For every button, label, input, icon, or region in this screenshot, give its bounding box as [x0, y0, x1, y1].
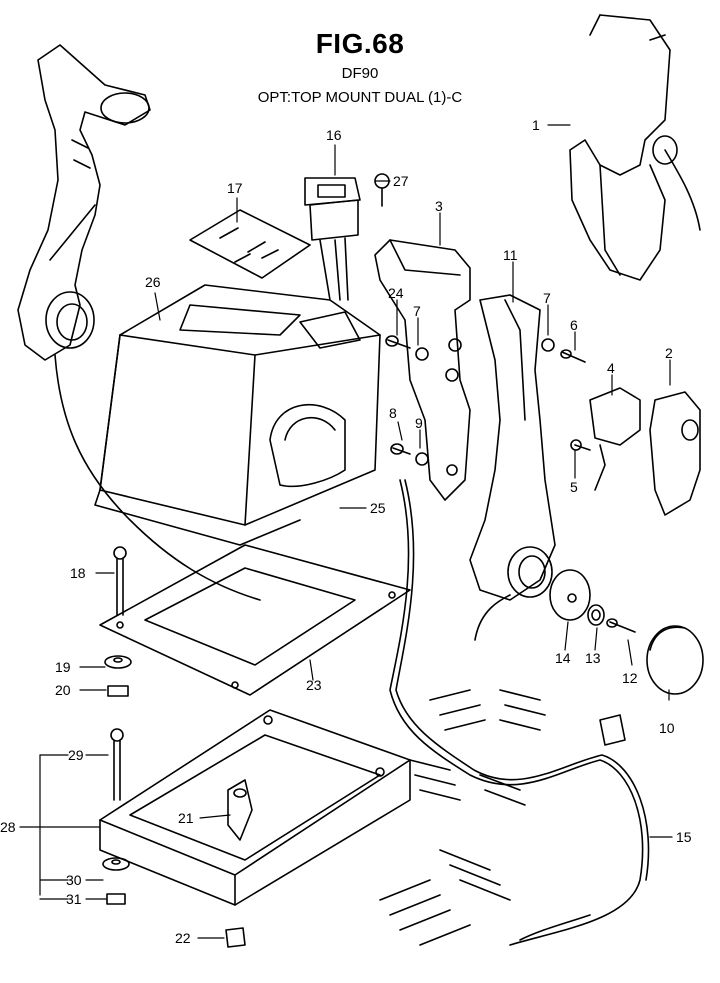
- callout-2: 2: [665, 345, 673, 361]
- control-assembly: [569, 14, 701, 281]
- callout-21: 21: [178, 810, 194, 826]
- callout-13: 13: [585, 650, 601, 666]
- right-lever-arm: [469, 294, 556, 601]
- part-21: [227, 779, 253, 841]
- callout-5: 5: [570, 479, 578, 495]
- callout-24: 24: [388, 285, 404, 301]
- callout-8: 8: [389, 405, 397, 421]
- figure-model: DF90: [341, 65, 379, 82]
- callout-28: 28: [0, 819, 16, 835]
- neutral-switch: [570, 387, 641, 491]
- callout-1: 1: [532, 117, 540, 133]
- callout-30: 30: [66, 872, 82, 888]
- switch: [304, 177, 361, 301]
- callout-22: 22: [175, 930, 191, 946]
- callout-4: 4: [607, 360, 615, 376]
- wire-harness: [379, 479, 650, 946]
- callout-12: 12: [622, 670, 638, 686]
- screw-29: [102, 728, 130, 905]
- callout-20: 20: [55, 682, 71, 698]
- left-control-lever: [17, 44, 261, 601]
- gasket-plate: [99, 544, 411, 696]
- bolt-27: [374, 173, 390, 207]
- callout-15: 15: [676, 829, 692, 845]
- screw-18: [104, 546, 132, 697]
- callout-6: 6: [570, 317, 578, 333]
- figure-subtitle: OPT:TOP MOUNT DUAL (1)-C: [257, 89, 463, 106]
- callout-17: 17: [227, 180, 243, 196]
- side-cover: [649, 391, 701, 516]
- screw-6: [541, 338, 586, 363]
- callout-27: 27: [393, 173, 409, 189]
- callout-11: 11: [503, 247, 518, 263]
- callout-7b: 7: [543, 290, 551, 306]
- screw-24: [385, 335, 429, 466]
- callout-3: 3: [435, 198, 443, 214]
- small-parts: [549, 569, 704, 695]
- cover-box: [94, 284, 381, 546]
- callout-18: 18: [70, 565, 86, 581]
- callout-7a: 7: [413, 303, 421, 319]
- callout-16: 16: [326, 127, 342, 143]
- figure-title: FIG.68: [315, 28, 405, 59]
- callout-labels: 1 2 3 4 5 6 7 7 8 9 10 11 12 13 14 15 16…: [0, 117, 692, 946]
- callout-23: 23: [306, 677, 322, 693]
- mounting-plate: [189, 209, 311, 279]
- clip-22: [225, 927, 246, 948]
- callout-26: 26: [145, 274, 161, 290]
- callout-9: 9: [415, 415, 423, 431]
- callout-29: 29: [68, 747, 84, 763]
- bracket: [374, 239, 471, 501]
- callout-31: 31: [66, 891, 82, 907]
- callout-10: 10: [659, 720, 675, 736]
- callout-19: 19: [55, 659, 71, 675]
- callout-14: 14: [555, 650, 571, 666]
- callout-25: 25: [370, 500, 386, 516]
- base-frame: [99, 709, 411, 906]
- leader-lines: [19, 124, 673, 939]
